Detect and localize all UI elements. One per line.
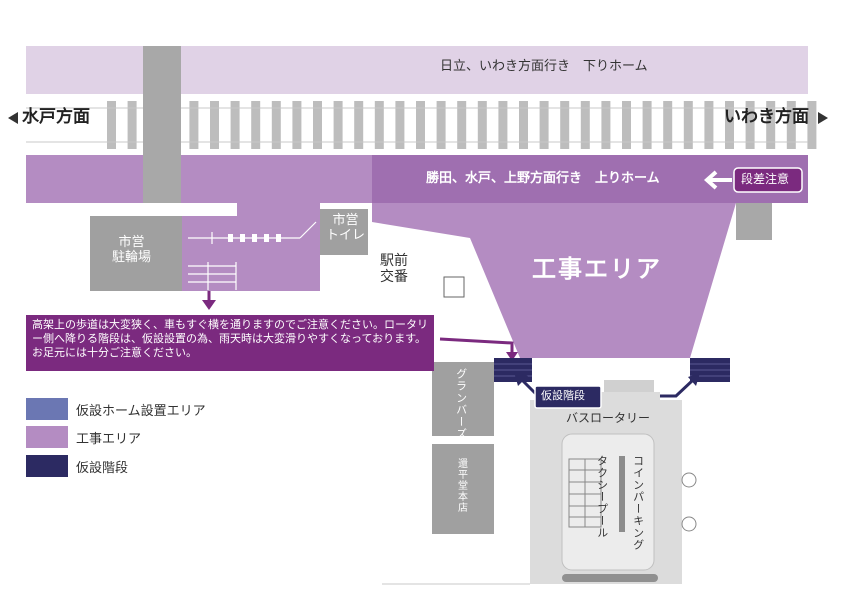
temp-stairs-label-box (534, 385, 602, 409)
construction-area (372, 203, 736, 358)
track-sleeper (374, 101, 384, 149)
track-sleeper (683, 101, 693, 149)
track-sleeper (498, 101, 508, 149)
track-sleeper (704, 101, 714, 149)
bus-rotary-label: バスロータリー (566, 411, 651, 425)
track-sleeper (251, 101, 261, 149)
city-toilet (320, 209, 368, 255)
coin-parking-label: コインパーキング (631, 455, 645, 551)
marker-circle (681, 472, 697, 488)
city-toilet-label: 市営 トイレ (326, 213, 366, 243)
legend-swatch (26, 426, 68, 448)
track-sleeper (416, 101, 425, 149)
track-sleeper (230, 101, 240, 149)
step-caution-sign (733, 167, 803, 193)
track-sleeper (786, 101, 796, 149)
track-sleeper (436, 101, 446, 149)
arrow-right-icon (818, 112, 828, 124)
legend-item-temp-stairs: 仮設階段 (26, 455, 128, 477)
track-sleeper (210, 101, 219, 149)
track-sleeper (642, 101, 652, 149)
track-sleeper (766, 101, 776, 149)
bookstore-label: 還平堂本店 (455, 458, 467, 513)
police-box-label: 駅前 交番 (380, 253, 408, 286)
track-sleeper (560, 101, 570, 149)
track-sleeper (127, 101, 137, 149)
track-sleeper (725, 101, 734, 149)
track-sleeper (107, 101, 116, 149)
track-sleeper (292, 101, 302, 149)
track-sleeper (663, 101, 673, 149)
track-sleeper (539, 101, 549, 149)
track-sleeper (395, 101, 405, 149)
bookstore-building (432, 444, 494, 534)
city-parking-label: 市営 駐輪場 (112, 235, 152, 265)
grand-bar-label: グランバーズ (454, 368, 468, 440)
legend-item-temp-platform: 仮設ホーム設置エリア (26, 398, 206, 420)
legend-item-construction: 工事エリア (26, 426, 141, 448)
track-sleeper (313, 101, 322, 149)
track-sleeper (354, 101, 364, 149)
direction-left-label: 水戸方面 (22, 107, 90, 127)
down-platform-label: 日立、いわき方面行き 下りホーム (440, 59, 648, 74)
track-sleeper (457, 101, 467, 149)
railway-track (107, 101, 817, 149)
direction-right-label: いわき方面 (724, 107, 809, 127)
caution-notice: 高架上の歩道は大変狭く、車もすぐ横を通りますのでご注意ください。ロータリー側へ降… (26, 315, 434, 371)
track-sleeper (580, 101, 590, 149)
legend-swatch (26, 398, 68, 420)
track-sleeper (807, 101, 817, 149)
temporary-stairs-left (494, 358, 532, 382)
track-sleeper (189, 101, 199, 149)
station-building-area (182, 203, 320, 291)
legend-label: 仮設ホーム設置エリア (76, 403, 206, 419)
track-sleeper (745, 101, 755, 149)
legend-label: 工事エリア (76, 431, 142, 447)
track-sleeper (519, 101, 528, 149)
taxi-pool-grid (568, 458, 602, 528)
temp-stairs-label: 仮設階段 (541, 389, 585, 402)
marker-circle (681, 516, 697, 532)
legend-label: 仮設階段 (76, 460, 129, 476)
city-bicycle-parking (90, 216, 182, 291)
arrow-left-icon (8, 112, 18, 124)
track-sleeper (477, 101, 487, 149)
track-sleeper (271, 101, 281, 149)
legend-swatch (26, 455, 68, 477)
step-caution-label: 段差注意 (741, 172, 790, 186)
grand-bar-building (432, 362, 494, 436)
overpass-pillar (143, 46, 181, 203)
small-box (443, 276, 465, 298)
construction-area-label: 工事エリア (532, 255, 662, 283)
track-sleeper (622, 101, 631, 149)
right-pillar (736, 203, 772, 240)
track-sleeper (333, 101, 343, 149)
up-platform-label: 勝田、水戸、上野方面行き 上りホーム (426, 171, 660, 186)
track-sleeper (601, 101, 611, 149)
taxi-pool-label: タクシープール (595, 455, 609, 539)
